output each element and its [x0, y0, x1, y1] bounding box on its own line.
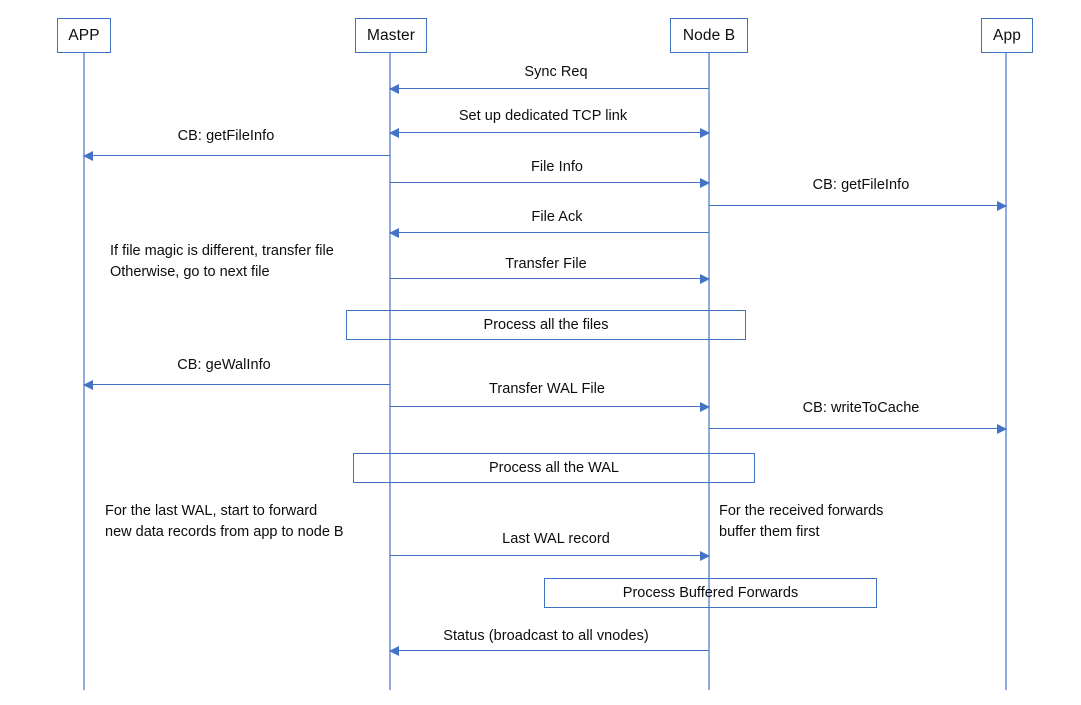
message-label-m2: Set up dedicated TCP link	[458, 108, 628, 124]
message-arrow-m12[interactable]	[389, 646, 709, 657]
message-arrow-m4[interactable]	[390, 178, 710, 189]
message-label-m3: CB: getFileInfo	[177, 128, 275, 144]
message-arrow-m9[interactable]	[390, 402, 710, 413]
arrowhead-left-icon	[83, 151, 93, 162]
message-label-m8: CB: geWalInfo	[177, 357, 271, 373]
lifeline-master	[388, 53, 392, 690]
message-label-m6: File Ack	[531, 209, 583, 225]
arrowhead-right-icon	[700, 402, 710, 413]
arrowhead-left-icon	[389, 228, 399, 239]
note-n3: For the received forwards buffer them fi…	[719, 503, 884, 541]
participant-label: Master	[367, 26, 415, 44]
arrowhead-left-icon	[389, 646, 399, 657]
message-label-m10: CB: writeToCache	[802, 400, 920, 416]
arrowhead-left-icon	[83, 380, 93, 391]
message-arrow-m10[interactable]	[709, 424, 1007, 435]
note-n2: For the last WAL, start to forward new d…	[105, 503, 344, 541]
process-box-p2[interactable]: Process all the WAL	[353, 453, 755, 483]
note-n1: If file magic is different, transfer fil…	[110, 243, 334, 281]
participant-label: APP	[68, 26, 100, 44]
message-arrow-m1[interactable]	[389, 84, 709, 95]
process-box-p1[interactable]: Process all the files	[346, 310, 746, 340]
process-box-label: Process Buffered Forwards	[622, 585, 799, 601]
message-arrow-m5[interactable]	[709, 201, 1007, 212]
process-box-p3[interactable]: Process Buffered Forwards	[544, 578, 877, 608]
message-arrow-m6[interactable]	[389, 228, 709, 239]
participant-node_b[interactable]: Node B	[670, 18, 748, 53]
lifeline-app_right	[1004, 53, 1008, 690]
arrowhead-right-icon	[700, 178, 710, 189]
message-arrow-m8[interactable]	[83, 380, 390, 391]
arrowhead-right-icon	[700, 128, 710, 139]
message-arrow-m3[interactable]	[83, 151, 390, 162]
process-box-label: Process all the files	[483, 317, 609, 333]
participant-app_left[interactable]: APP	[57, 18, 111, 53]
message-label-m12: Status (broadcast to all vnodes)	[443, 628, 649, 644]
message-arrow-m2[interactable]	[389, 128, 710, 139]
arrowhead-left-icon	[389, 128, 399, 139]
participant-label: App	[993, 26, 1021, 44]
message-arrow-m11[interactable]	[390, 551, 710, 562]
arrowhead-left-icon	[389, 84, 399, 95]
message-label-m1: Sync Req	[524, 64, 588, 80]
participant-app_right[interactable]: App	[981, 18, 1033, 53]
participant-label: Node B	[682, 26, 736, 44]
message-arrow-m7[interactable]	[390, 274, 710, 285]
message-label-m4: File Info	[530, 159, 584, 175]
message-label-m5: CB: getFileInfo	[812, 177, 910, 193]
process-box-label: Process all the WAL	[488, 460, 619, 476]
message-label-m9: Transfer WAL File	[488, 381, 606, 397]
arrowhead-right-icon	[997, 424, 1007, 435]
message-label-m11: Last WAL record	[502, 531, 610, 547]
arrowhead-right-icon	[700, 551, 710, 562]
message-label-m7: Transfer File	[505, 256, 587, 272]
lifeline-app_left	[82, 53, 86, 690]
arrowhead-right-icon	[700, 274, 710, 285]
participant-master[interactable]: Master	[355, 18, 427, 53]
arrowhead-right-icon	[997, 201, 1007, 212]
lifeline-node_b	[707, 53, 711, 690]
